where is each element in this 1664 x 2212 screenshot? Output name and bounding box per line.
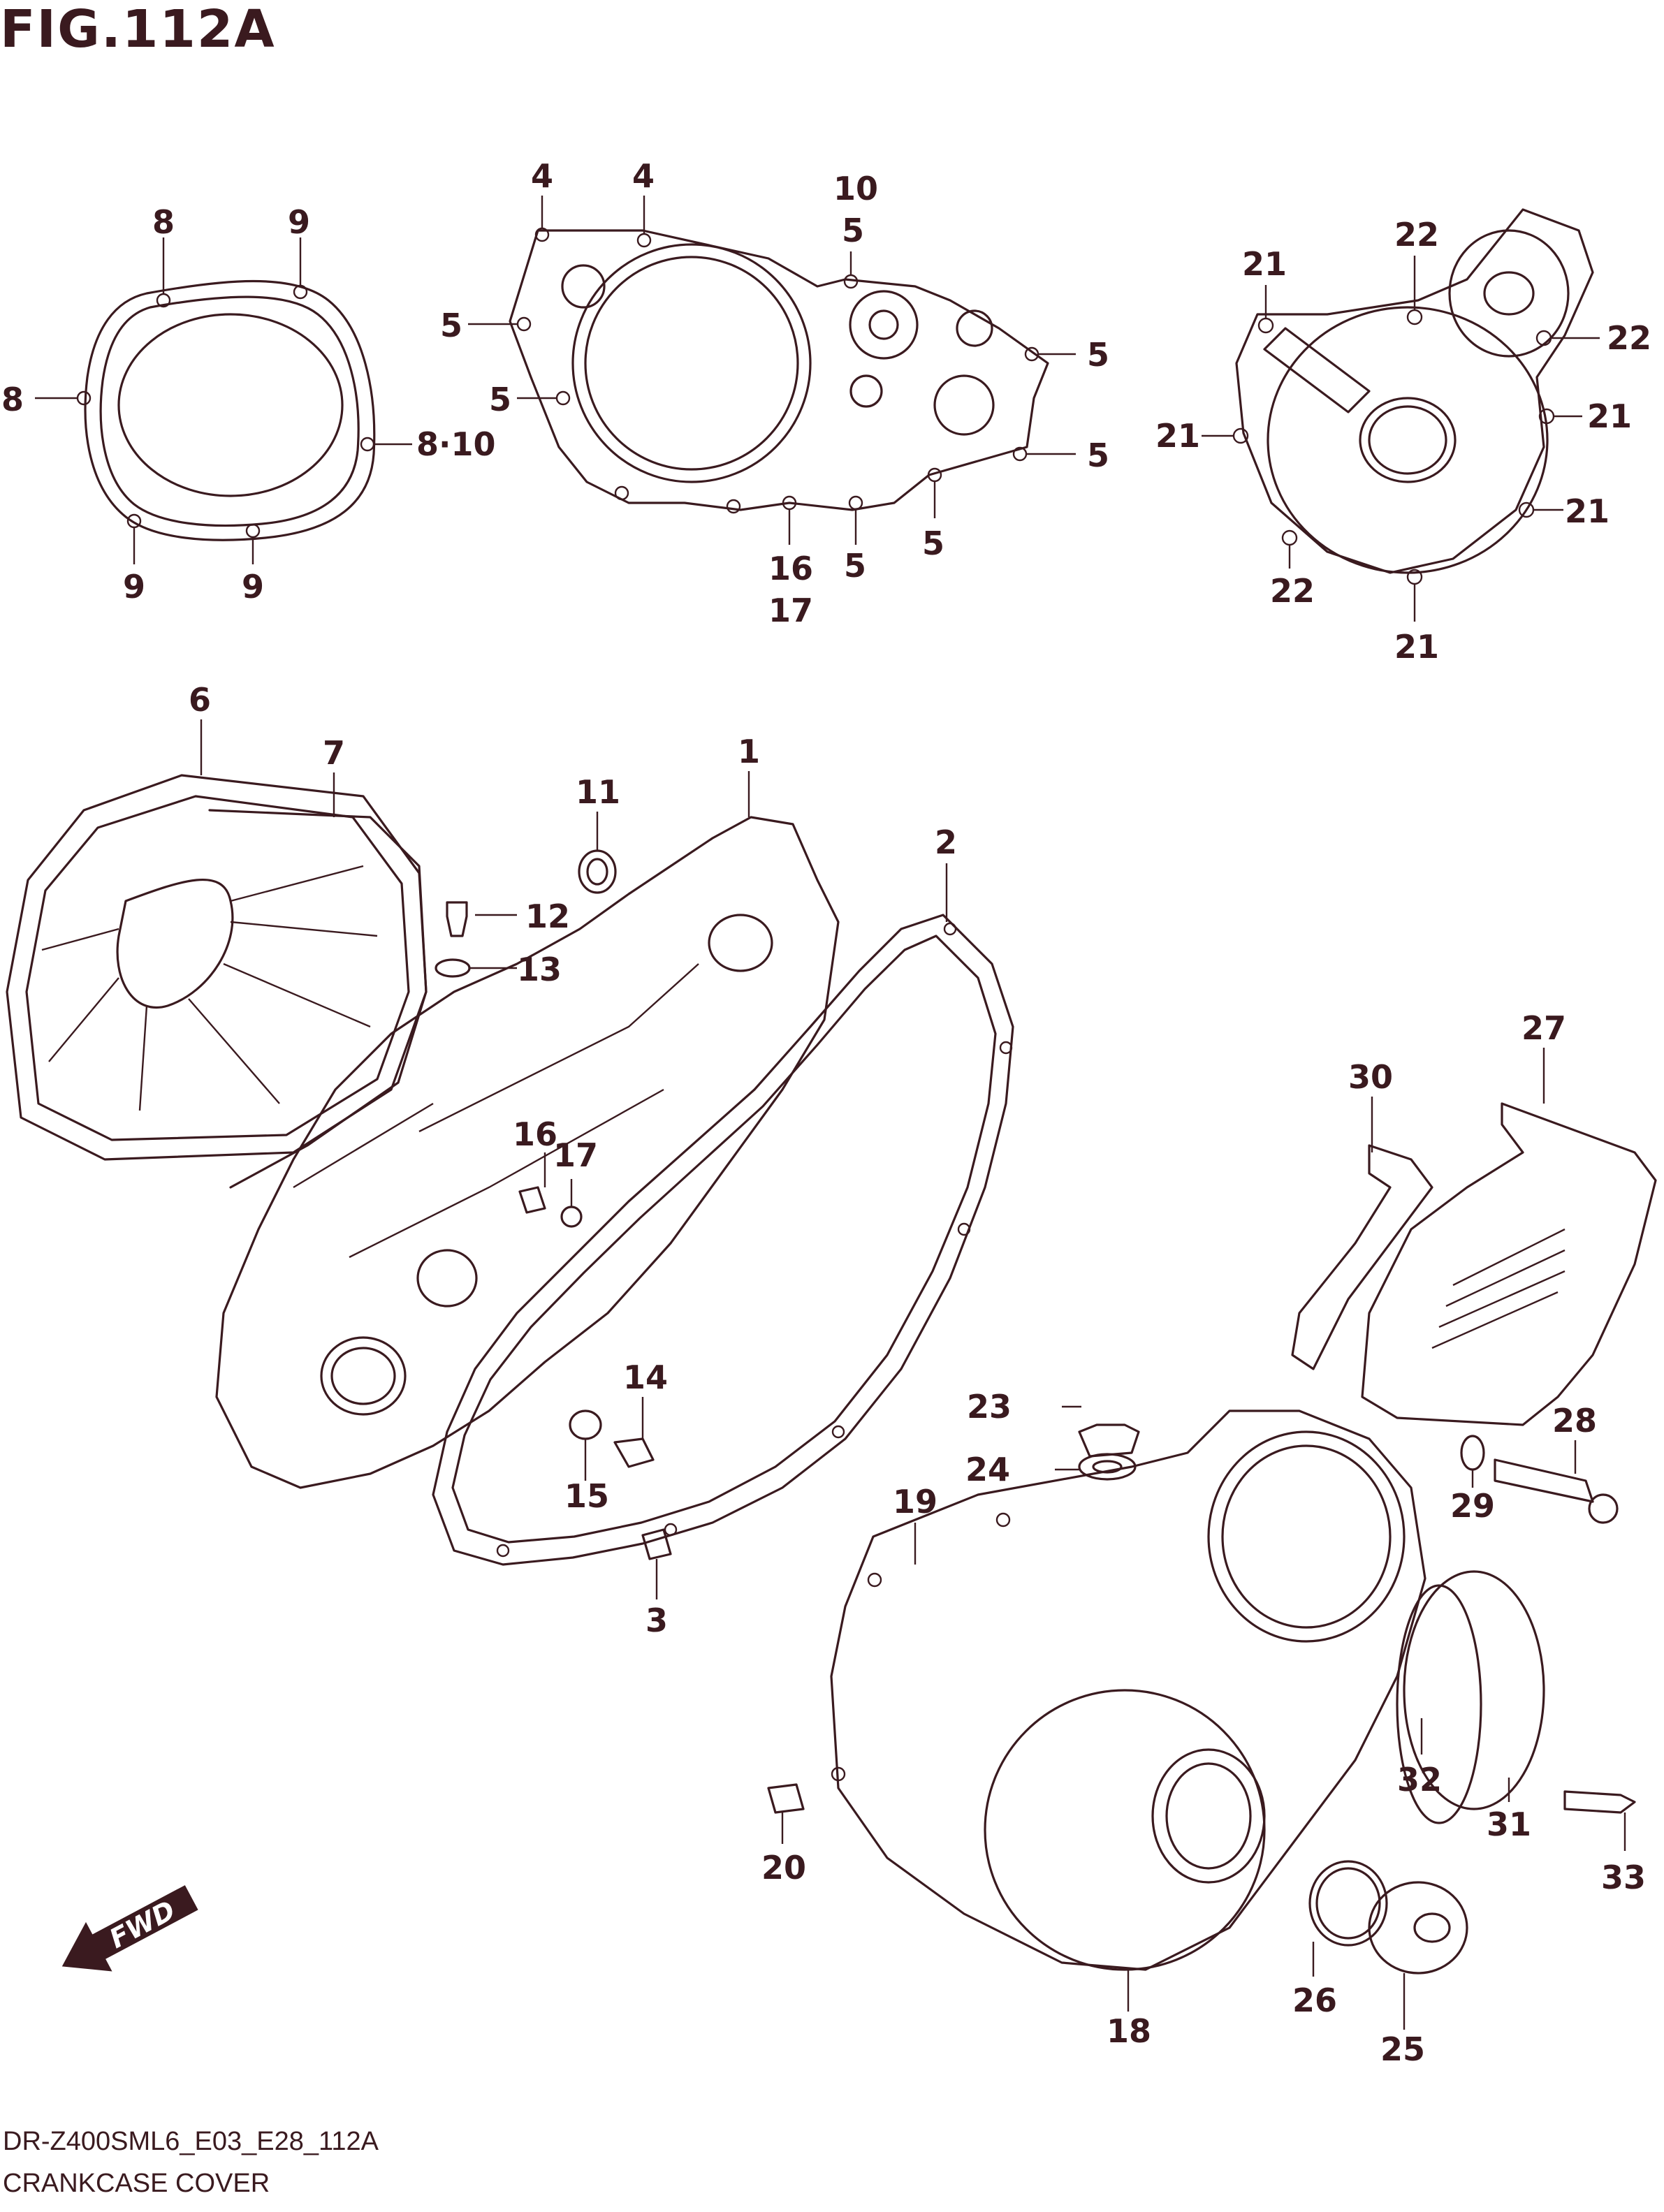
callout-5: 5 xyxy=(489,381,511,418)
callout-2: 2 xyxy=(935,823,957,861)
callout-9: 9 xyxy=(288,203,310,241)
center-leaders xyxy=(469,771,948,1599)
callout-16: 16 xyxy=(768,550,813,587)
callout-28: 28 xyxy=(1552,1402,1597,1440)
callout-20: 20 xyxy=(761,1849,806,1887)
callout-21: 21 xyxy=(1587,397,1632,435)
callout-17: 17 xyxy=(768,592,813,629)
callout-10: 10 xyxy=(833,170,878,207)
callout-5: 5 xyxy=(844,547,866,585)
callout-labels: 4 4 10 5 8 9 5 5 5 8 8·10 5 9 9 16 17 5 … xyxy=(1,157,1651,2068)
callout-16: 16 xyxy=(513,1115,557,1153)
callout-5: 5 xyxy=(842,212,864,249)
fwd-arrow-icon: FWD xyxy=(61,1885,198,1972)
callout-1: 1 xyxy=(738,733,760,770)
gasket-leaders xyxy=(35,237,412,564)
callout-8: 8 xyxy=(1,381,24,418)
callout-22: 22 xyxy=(1270,572,1315,610)
callout-13: 13 xyxy=(517,951,562,988)
outer-cover-leaders xyxy=(200,719,335,817)
callout-8: 8 xyxy=(152,203,175,241)
callout-29: 29 xyxy=(1450,1487,1495,1525)
callout-3: 3 xyxy=(645,1602,668,1639)
callout-5: 5 xyxy=(1087,437,1109,474)
sprocket-guard-drawing xyxy=(1291,1102,1657,1426)
callout-17: 17 xyxy=(553,1136,598,1174)
callout-21: 21 xyxy=(1565,492,1610,530)
figure-title: FIG.112A xyxy=(0,0,276,59)
callout-6: 6 xyxy=(189,681,211,719)
crankcase-cover-drawing xyxy=(215,816,840,1489)
callout-19: 19 xyxy=(893,1483,937,1521)
callout-9: 9 xyxy=(123,568,145,606)
callout-31: 31 xyxy=(1487,1806,1531,1843)
callout-23: 23 xyxy=(967,1388,1012,1426)
callout-21: 21 xyxy=(1242,245,1287,283)
right-mid-leaders xyxy=(1371,1048,1545,1152)
callout-22: 22 xyxy=(1394,216,1439,254)
callout-14: 14 xyxy=(623,1358,668,1396)
callout-25: 25 xyxy=(1380,2030,1425,2068)
callout-26: 26 xyxy=(1292,1982,1337,2019)
callout-33: 33 xyxy=(1601,1859,1646,1896)
clutch-cover-gasket-drawing xyxy=(76,279,376,541)
crankcase-cover-gasket-drawing xyxy=(432,914,1014,1566)
callout-21: 21 xyxy=(1394,628,1439,666)
callout-30: 30 xyxy=(1348,1058,1393,1096)
callout-32: 32 xyxy=(1397,1761,1442,1799)
callout-21: 21 xyxy=(1155,417,1200,455)
callout-5: 5 xyxy=(440,307,462,344)
bottom-right-leaders xyxy=(781,1405,1626,2030)
callout-12: 12 xyxy=(525,898,570,935)
callout-8-10: 8·10 xyxy=(416,425,496,463)
callout-9: 9 xyxy=(242,568,264,606)
diagram-caption: CRANKCASE COVER xyxy=(3,2169,270,2198)
callout-4: 4 xyxy=(531,157,553,195)
callout-5: 5 xyxy=(1087,336,1109,374)
model-code: DR-Z400SML6_E03_E28_112A xyxy=(3,2127,379,2156)
crankcase-gasket-drawing xyxy=(509,227,1049,514)
callout-22: 22 xyxy=(1607,319,1651,357)
magneto-cover-drawing xyxy=(830,1409,1426,1971)
callout-5: 5 xyxy=(922,525,944,562)
outer-cover-gasket-drawing xyxy=(208,809,428,1189)
callout-11: 11 xyxy=(576,773,620,811)
fwd-label: FWD xyxy=(105,1895,180,1955)
clutch-outer-cover-drawing xyxy=(6,774,428,1161)
callout-27: 27 xyxy=(1521,1009,1566,1047)
callout-15: 15 xyxy=(564,1477,609,1515)
crankcase-gasket-leaders xyxy=(468,196,1076,545)
callout-18: 18 xyxy=(1107,2012,1151,2050)
magneto-small-parts xyxy=(767,1423,1636,1975)
callout-4: 4 xyxy=(632,157,655,195)
callout-7: 7 xyxy=(323,734,345,772)
magneto-cover-gasket-drawing xyxy=(1232,208,1594,585)
callout-24: 24 xyxy=(965,1451,1010,1488)
magneto-gasket-leaders xyxy=(1202,256,1600,622)
